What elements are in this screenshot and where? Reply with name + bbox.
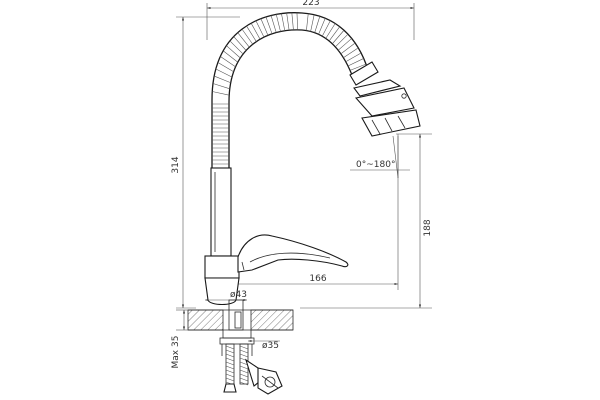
height-dimension: 314 [171,16,240,309]
faucet-body [204,167,240,306]
flexible-hose [211,12,369,168]
supply-hoses [223,343,283,395]
mount-diameter-dimension: ø35 [248,339,280,351]
reach-label: 166 [309,274,326,284]
mount-diameter-label: ø35 [262,341,279,351]
counter-thickness-dimension: Max 35 [171,309,188,369]
spout-height-dimension: 188 [300,133,433,309]
base-diameter-label: ø43 [230,290,247,300]
spout-height-label: 188 [423,219,433,236]
counter-thickness-label: Max 35 [171,336,181,369]
width-label: 223 [302,0,319,8]
width-dimension: 223 [206,0,415,40]
spray-head [349,61,421,137]
angle-label: 0°~180° [356,160,395,170]
countertop [187,309,294,331]
lever-handle [237,234,349,273]
height-label: 314 [171,156,181,173]
mounting-stud [219,299,255,356]
swivel-angle-dimension: 0°~180° [350,135,410,179]
